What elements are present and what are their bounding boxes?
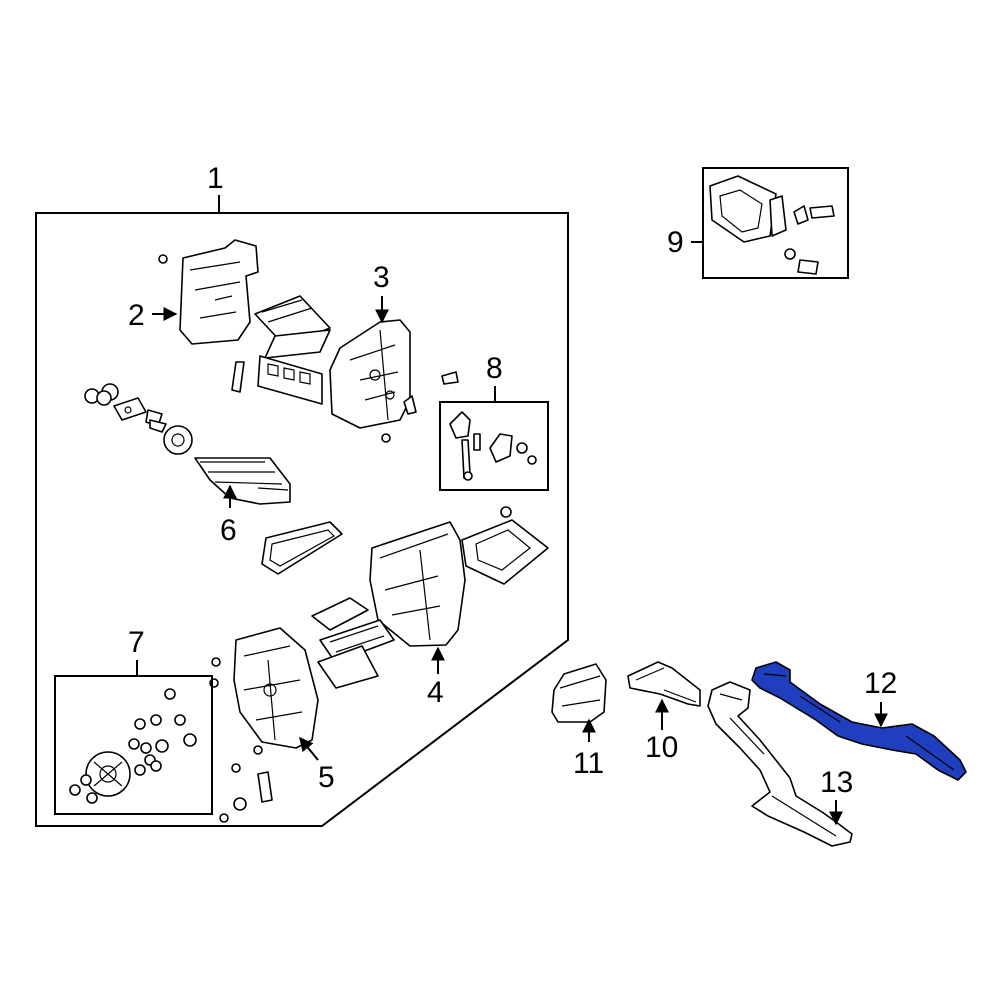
callout-3: 3 [373, 261, 390, 294]
part-7-blower-kit[interactable] [54, 675, 213, 815]
callout-1: 1 [207, 162, 224, 195]
callout-7: 7 [128, 626, 145, 659]
part-13-rear-duct[interactable] [707, 681, 853, 847]
callout-4: 4 [427, 676, 444, 709]
callout-5: 5 [318, 761, 335, 794]
callout-13: 13 [820, 766, 853, 799]
part-6-heater-core[interactable] [84, 383, 291, 505]
part-3-center-case[interactable] [329, 319, 459, 443]
callout-12: 12 [864, 667, 897, 700]
part-11-bracket[interactable] [551, 663, 607, 723]
callout-labels: 1 2 3 4 5 6 7 8 9 10 11 12 13 [128, 162, 897, 799]
callout-6: 6 [220, 514, 237, 547]
seal-gasket[interactable] [261, 521, 343, 575]
callout-8: 8 [486, 352, 503, 385]
damper-door[interactable] [231, 355, 323, 405]
part-12-rear-duct-highlighted[interactable] [751, 661, 967, 781]
part-4-lower-case[interactable] [369, 506, 549, 647]
callout-2: 2 [128, 299, 145, 332]
part-2-upper-case[interactable] [158, 239, 331, 359]
mode-doors[interactable] [311, 597, 395, 689]
part-10-sensor[interactable] [627, 661, 701, 707]
callout-9: 9 [667, 226, 684, 259]
part-8-actuator-kit[interactable] [439, 401, 549, 491]
callout-11: 11 [573, 747, 604, 780]
part-5-side-case[interactable] [209, 627, 319, 823]
leader-lines [136, 241, 888, 826]
callout-10: 10 [645, 731, 678, 764]
part-9-intake-kit[interactable] [702, 167, 849, 279]
assembly-outline [35, 195, 569, 827]
